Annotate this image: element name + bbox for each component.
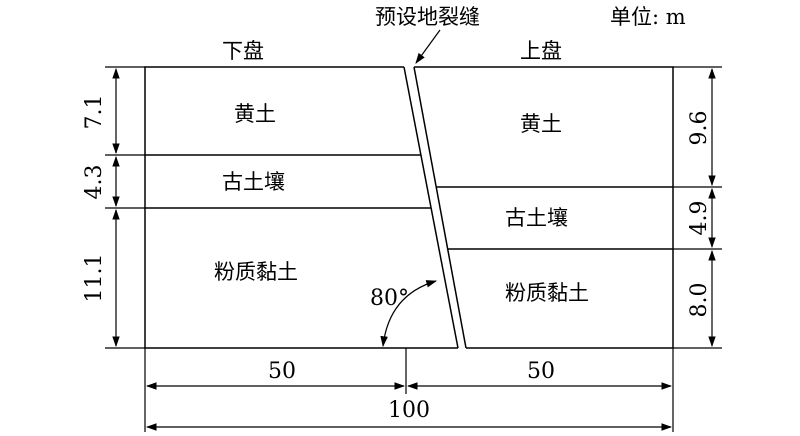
fault-leader-arrow [415,29,441,64]
left-layer-loess: 黄土 [234,102,276,126]
left-layer-paleosol: 古土壤 [222,170,285,194]
right-thickness-loess: 9.6 [687,111,712,146]
left-thickness-paleosol: 4.3 [82,165,107,200]
right-thickness-clay: 8.0 [687,283,712,318]
left-thickness-clay: 11.1 [82,254,107,303]
right-layer-silty-clay: 粉质黏土 [505,281,589,305]
total-width-label: 100 [388,398,430,423]
left-width-label: 50 [268,359,296,384]
fault-right-edge [413,66,467,349]
angle-arc [380,280,438,348]
right-width-label: 50 [527,359,555,384]
footwall-label: 下盘 [222,39,264,63]
angle-label: 80° [370,286,409,311]
unit-label: 单位: m [610,5,686,29]
hangingwall-block [414,66,674,349]
fault-label: 预设地裂缝 [375,5,480,29]
hangingwall-label: 上盘 [520,39,562,63]
left-thickness-loess: 7.1 [82,95,107,130]
right-layer-paleosol: 古土壤 [505,206,568,230]
left-layer-silty-clay: 粉质黏土 [214,260,298,284]
right-thickness-paleosol: 4.9 [687,201,712,236]
right-layer-loess: 黄土 [520,112,562,136]
